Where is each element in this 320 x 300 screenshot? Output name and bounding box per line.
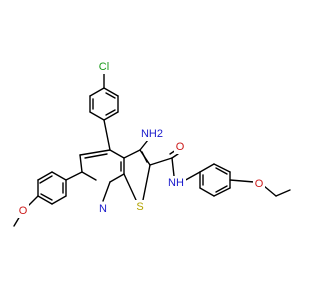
methoxy-o-bond xyxy=(27,195,39,207)
thiophene-bond xyxy=(123,173,137,201)
chlorophenyl-double-bond xyxy=(105,92,116,99)
chlorophenyl-bond xyxy=(89,87,105,97)
carbonyl-bond xyxy=(171,153,179,159)
pyridine-bond xyxy=(81,171,97,181)
chlorophenyl-bond xyxy=(103,87,119,97)
ethoxy-o-bond xyxy=(229,179,255,183)
pyridine-bond xyxy=(79,154,83,173)
ethoxy-chain-bond xyxy=(275,189,291,197)
methoxyphenyl-double-bond xyxy=(40,193,53,201)
ethoxy-chain-bond xyxy=(263,185,277,197)
molecule-diagram: Cl NH2 O NH N S O O xyxy=(13,60,291,227)
atom-n-ring: N xyxy=(99,203,107,215)
methoxyphenyl-bond xyxy=(37,195,53,205)
methoxyphenyl-bond xyxy=(51,171,67,181)
atom-cl: Cl xyxy=(99,61,109,73)
bonds-layer xyxy=(13,71,291,227)
atom-s-ring-bg xyxy=(134,200,146,214)
methoxyphenyl-bond xyxy=(51,195,67,205)
atom-s-ring: S xyxy=(136,201,143,213)
atom-nh: NH xyxy=(168,177,184,189)
ethoxyphenyl-bond xyxy=(199,163,215,173)
atom-nh-bg xyxy=(166,176,186,190)
atom-cl-bg xyxy=(96,60,112,74)
ethoxyphenyl-bond xyxy=(199,187,215,197)
ethoxyphenyl-bond xyxy=(213,163,231,173)
pyridine-bond xyxy=(79,149,111,156)
atom-o-ethoxy: O xyxy=(255,178,264,190)
thiophene-double-bond xyxy=(141,151,148,163)
amide-n-bond xyxy=(171,157,175,177)
atom-n-ring-bg xyxy=(97,202,109,216)
methoxyphenyl-double-bond xyxy=(39,175,53,184)
chlorophenyl-bond xyxy=(103,111,119,121)
atom-o-amide-bg xyxy=(174,140,186,154)
atom-o-methoxy: O xyxy=(19,205,28,217)
methoxyphenyl-bond xyxy=(37,171,53,181)
pyridine-bond xyxy=(102,181,111,202)
atom-nh2-bg xyxy=(138,127,166,141)
thiophene-bond xyxy=(123,149,141,159)
atom-labels-layer: Cl NH2 O NH N S O O xyxy=(17,60,265,218)
pyridine-double-bond xyxy=(84,153,108,159)
ethoxyphenyl-bond xyxy=(213,187,231,197)
chlorophenyl-double-bond xyxy=(105,109,116,116)
thiophene-bond xyxy=(142,164,151,201)
chlorophenyl-bond xyxy=(89,111,105,121)
amino-bond xyxy=(139,139,149,151)
atom-o-ethoxy-bg xyxy=(253,177,265,191)
ethoxyphenyl-double-bond xyxy=(215,185,228,193)
aryl-link-bond xyxy=(65,171,83,181)
aryl-link-bond xyxy=(103,119,111,151)
atom-nh2: NH2 xyxy=(141,128,163,140)
pyridine-bond xyxy=(109,173,125,183)
atom-o-methoxy-bg xyxy=(17,204,29,218)
pyridine-bond xyxy=(109,149,125,159)
ethoxyphenyl-double-bond xyxy=(215,167,228,175)
amide-bond xyxy=(149,157,173,166)
atom-o-amide: O xyxy=(176,141,185,153)
